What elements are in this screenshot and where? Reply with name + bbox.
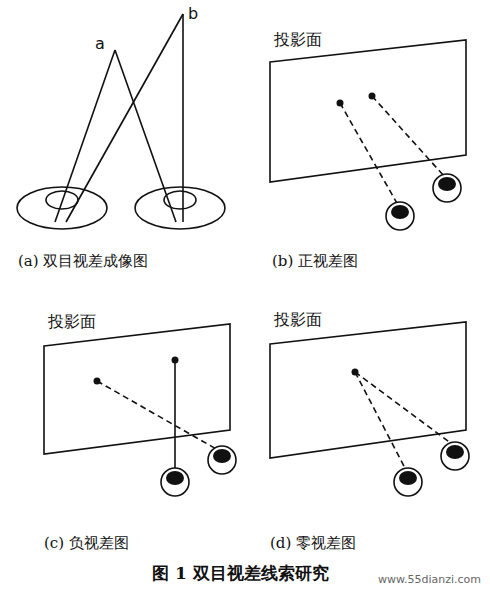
pupil (391, 205, 409, 219)
plane-label: 投影面 (48, 312, 96, 333)
plane-edge (44, 324, 230, 454)
subfigure-caption: (d) 零视差图 (270, 534, 356, 553)
dashed-sight-line (355, 372, 452, 444)
plane-label: 投影面 (274, 30, 322, 51)
dashed-sight-line (340, 103, 398, 205)
eye-outline (17, 187, 107, 229)
plane-edge (270, 40, 466, 182)
pupil (166, 471, 184, 485)
watermark: www.55dianzi.com (378, 573, 481, 586)
sight-line (115, 50, 176, 222)
pupil (399, 471, 417, 485)
sight-line (55, 50, 115, 222)
projection-plane: 投影面 (42, 312, 234, 460)
sight-line (182, 14, 184, 222)
dashed-sight-line (355, 372, 406, 470)
sight-line (174, 360, 176, 470)
dashed-sight-line (372, 96, 444, 176)
eye (441, 442, 469, 470)
projection-plane: 投影面 (268, 30, 470, 190)
image-point (94, 378, 101, 385)
eye (208, 446, 236, 474)
figure-caption: 图 1 双目视差线索研究 (152, 562, 329, 585)
plane-outline (268, 30, 470, 190)
eye (386, 202, 414, 230)
eye (433, 174, 461, 202)
sight-line (66, 14, 183, 222)
subfigure-caption: (c) 负视差图 (44, 534, 129, 553)
subfigure-caption: (a) 双目视差成像图 (18, 252, 148, 271)
projection-plane: 投影面 (268, 310, 470, 465)
eye (394, 468, 422, 496)
pupil (213, 449, 231, 463)
pupil (446, 445, 464, 459)
image-point (352, 369, 359, 376)
eye (161, 468, 189, 496)
image-point (369, 93, 376, 100)
point-label: b (188, 4, 198, 23)
plane-outline (268, 310, 470, 465)
plane-outline (42, 312, 234, 460)
image-point (337, 100, 344, 107)
plane-label: 投影面 (274, 310, 322, 331)
pupil (438, 177, 456, 191)
point-label: a (95, 34, 105, 53)
image-point (172, 357, 179, 364)
plane-edge (270, 322, 466, 458)
subfigure-caption: (b) 正视差图 (272, 252, 358, 271)
eye-outline (135, 187, 225, 229)
